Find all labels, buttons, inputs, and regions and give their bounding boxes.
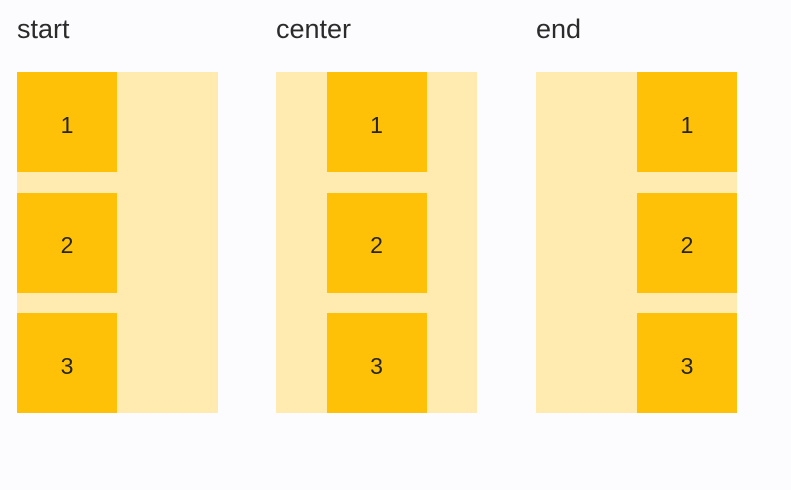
flex-box-label: 3 — [60, 352, 74, 379]
flex-box-label: 2 — [680, 232, 694, 258]
flex-box: 1 — [326, 72, 427, 172]
flex-box-label: 3 — [680, 352, 694, 379]
flex-track-start: 1 2 3 — [17, 72, 218, 413]
flex-box-label: 1 — [60, 111, 74, 138]
flex-box: 1 — [17, 72, 117, 172]
flex-box-label: 1 — [680, 111, 694, 138]
flex-box-label: 1 — [370, 111, 383, 138]
flex-track-end: 1 2 3 — [536, 72, 737, 413]
flex-box: 2 — [17, 192, 117, 293]
column-heading-start: start — [17, 14, 70, 44]
flex-box: 3 — [637, 313, 737, 413]
flex-box: 3 — [326, 313, 427, 413]
flex-track-center: 1 2 3 — [276, 72, 477, 413]
flex-box: 1 — [637, 72, 737, 172]
flex-box: 2 — [326, 192, 427, 293]
flex-box-label: 3 — [370, 352, 383, 379]
flex-box-label: 2 — [60, 232, 74, 258]
flex-box: 2 — [637, 192, 737, 293]
flex-box-label: 2 — [370, 232, 383, 258]
flex-box: 3 — [17, 313, 117, 413]
column-heading-center: center — [276, 14, 352, 44]
column-heading-end: end — [536, 14, 582, 44]
